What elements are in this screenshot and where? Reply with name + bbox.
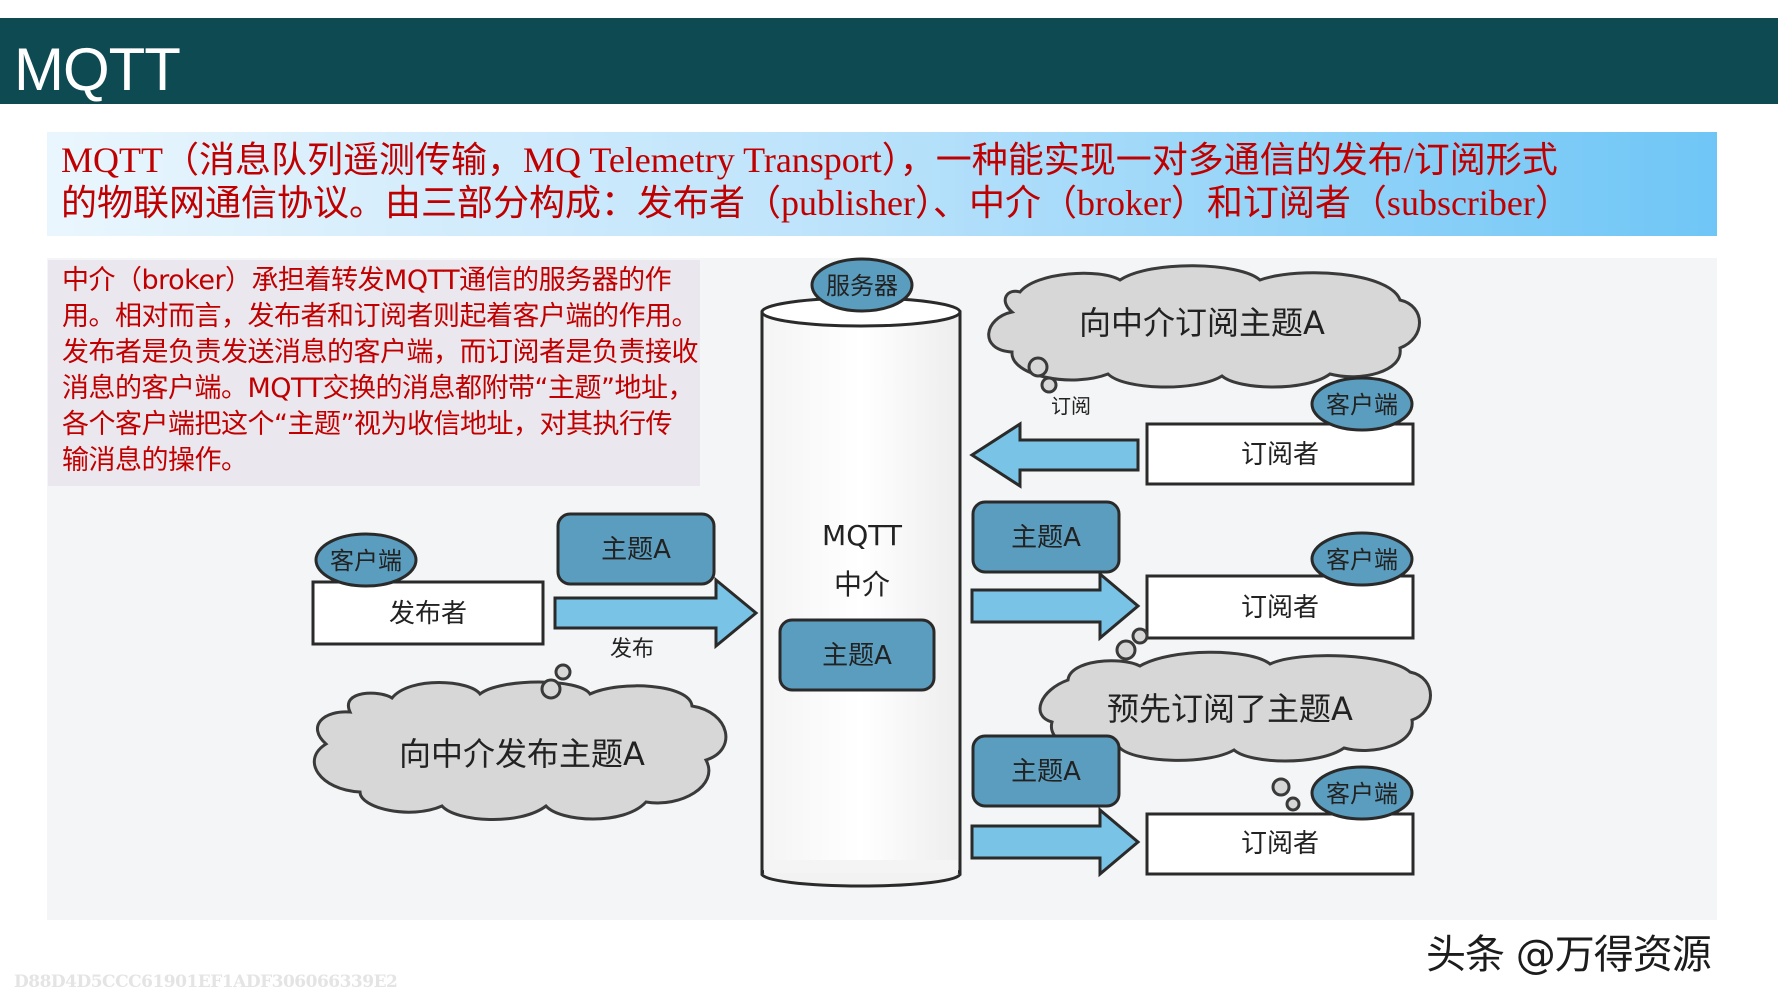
subscribe-thought-bubble: 向中介订阅主题A	[989, 266, 1420, 392]
client-tag-label: 客户端	[1326, 780, 1398, 808]
publisher-thought-bubble: 向中介发布主题A	[314, 665, 726, 820]
publisher-thought-text: 向中介发布主题A	[399, 735, 645, 773]
delivery-topic-label: 主题A	[1011, 757, 1081, 787]
broker-topic-label: 主题A	[822, 641, 892, 671]
delivery-topic-label: 主题A	[1011, 523, 1081, 553]
description-text: 中介（broker）承担着转发MQTT通信的服务器的作用。相对而言，发布者和订阅…	[62, 263, 698, 479]
delivery-topic-box-2: 主题A	[973, 736, 1119, 806]
client-tag-label: 客户端	[330, 547, 402, 575]
image-code: D88D4D5CCC61901EF1ADF306066339E2	[14, 972, 397, 992]
subscribe-arrow	[972, 424, 1138, 486]
server-tag-label: 服务器	[826, 272, 898, 300]
client-tag-label: 客户端	[1326, 546, 1398, 574]
subscribe-thought-text: 向中介订阅主题A	[1079, 304, 1325, 342]
delivery-topic-box-1: 主题A	[973, 502, 1119, 572]
subscriber-label: 订阅者	[1241, 593, 1319, 623]
subscriber-label: 订阅者	[1241, 829, 1319, 859]
broker-topic-box: 主题A	[780, 620, 934, 690]
subscriber-label: 订阅者	[1241, 440, 1319, 470]
delivery-arrow-2	[972, 810, 1138, 874]
delivery-arrow-1	[972, 574, 1138, 638]
server-tag: 服务器	[812, 259, 912, 311]
subscriber-client-tag-3: 客户端	[1312, 767, 1412, 819]
publish-arrow	[555, 580, 756, 646]
publish-topic-box: 主题A	[558, 514, 714, 584]
subscriber-client-tag-2: 客户端	[1312, 533, 1412, 585]
publish-action-label: 发布	[610, 637, 654, 662]
broker-label-mqtt: MQTT	[822, 519, 903, 552]
subscribe-action-label: 订阅	[1051, 394, 1091, 418]
publisher-box: 发布者	[313, 582, 543, 644]
subscriber-client-tag-1: 客户端	[1312, 378, 1412, 430]
client-tag-label: 客户端	[1326, 391, 1398, 419]
publish-topic-label: 主题A	[601, 535, 671, 565]
description-box: 中介（broker）承担着转发MQTT通信的服务器的作用。相对而言，发布者和订阅…	[48, 260, 700, 486]
broker-label: 中介	[834, 568, 890, 601]
watermark: 头条 @万得资源	[1426, 922, 1711, 980]
subscriber-box-3: 订阅者	[1147, 814, 1413, 874]
subscriber-box-1: 订阅者	[1147, 424, 1413, 484]
pre-subscribed-thought-text: 预先订阅了主题A	[1107, 690, 1353, 728]
publisher-client-tag: 客户端	[316, 534, 416, 586]
publisher-label: 发布者	[389, 599, 467, 629]
